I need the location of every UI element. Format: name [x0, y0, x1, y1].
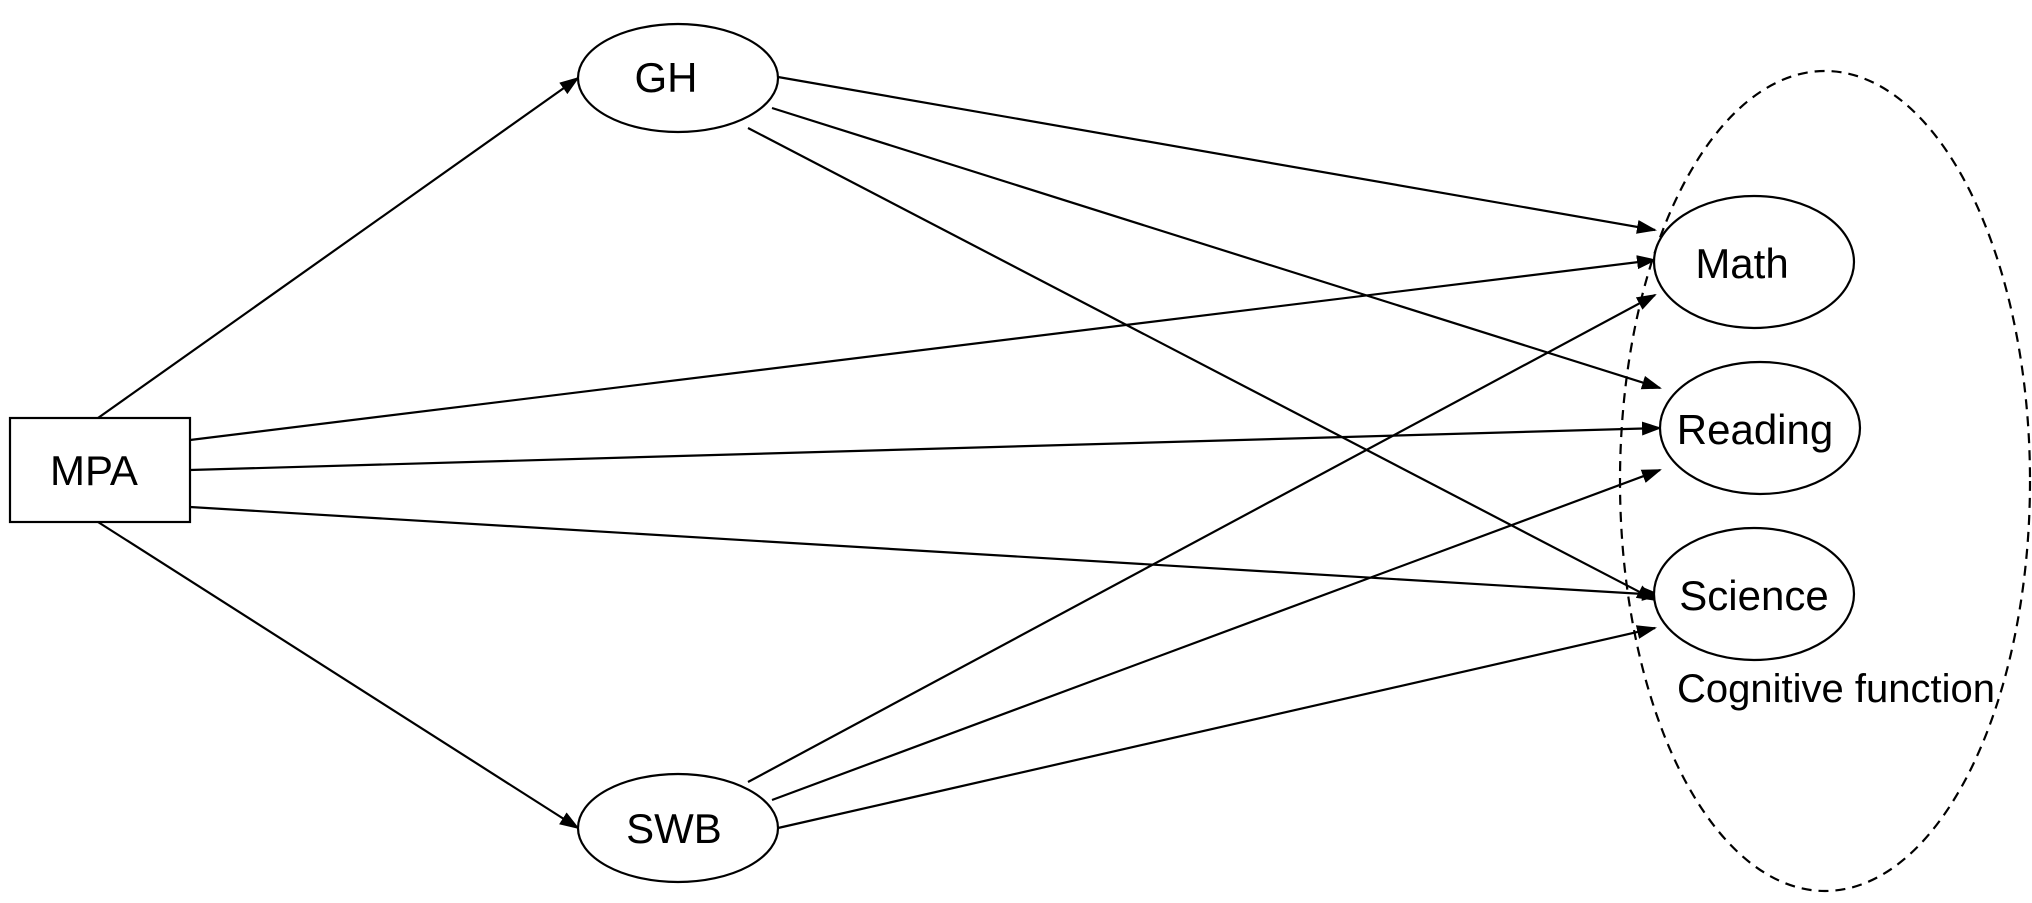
node-mpa: MPA: [8, 416, 192, 524]
node-math-ellipse: [1652, 194, 1856, 330]
edge-swb-math: [747, 294, 1657, 783]
edge-gh-reading: [771, 106, 1662, 390]
edge-gh-science: [747, 127, 1657, 601]
cognitive-function-label: Cognitive function: [1677, 667, 1995, 711]
node-gh-ellipse: [576, 22, 780, 134]
node-swb-label: SWB: [626, 805, 722, 852]
edge-mpa-gh: [97, 76, 580, 419]
edge-swb-science: [777, 625, 1657, 830]
edge-mpa-reading: [189, 421, 1662, 472]
node-math-label: Math: [1695, 240, 1788, 287]
edge-mpa-swb: [97, 521, 580, 830]
node-swb: SWB: [576, 772, 780, 884]
edge-gh-math: [777, 75, 1657, 234]
node-mpa-label: MPA: [50, 447, 138, 494]
node-reading: Reading: [1658, 360, 1862, 496]
edge-mpa-science: [189, 505, 1662, 601]
node-mpa-box: [8, 416, 192, 524]
edge-swb-reading: [771, 468, 1662, 802]
node-gh-label: GH: [635, 54, 698, 101]
node-science: Science: [1652, 526, 1856, 662]
edges: [97, 75, 1662, 830]
cognitive-function-outline: [1618, 69, 2032, 893]
edge-mpa-math: [189, 255, 1657, 442]
node-science-ellipse: [1652, 526, 1856, 662]
node-gh: GH: [576, 22, 780, 134]
node-swb-ellipse: [576, 772, 780, 884]
node-math: Math: [1652, 194, 1856, 330]
node-science-label: Science: [1679, 572, 1828, 619]
cognitive-function-group: Cognitive function: [1618, 69, 2032, 893]
node-reading-label: Reading: [1677, 406, 1833, 453]
node-reading-ellipse: [1658, 360, 1862, 496]
